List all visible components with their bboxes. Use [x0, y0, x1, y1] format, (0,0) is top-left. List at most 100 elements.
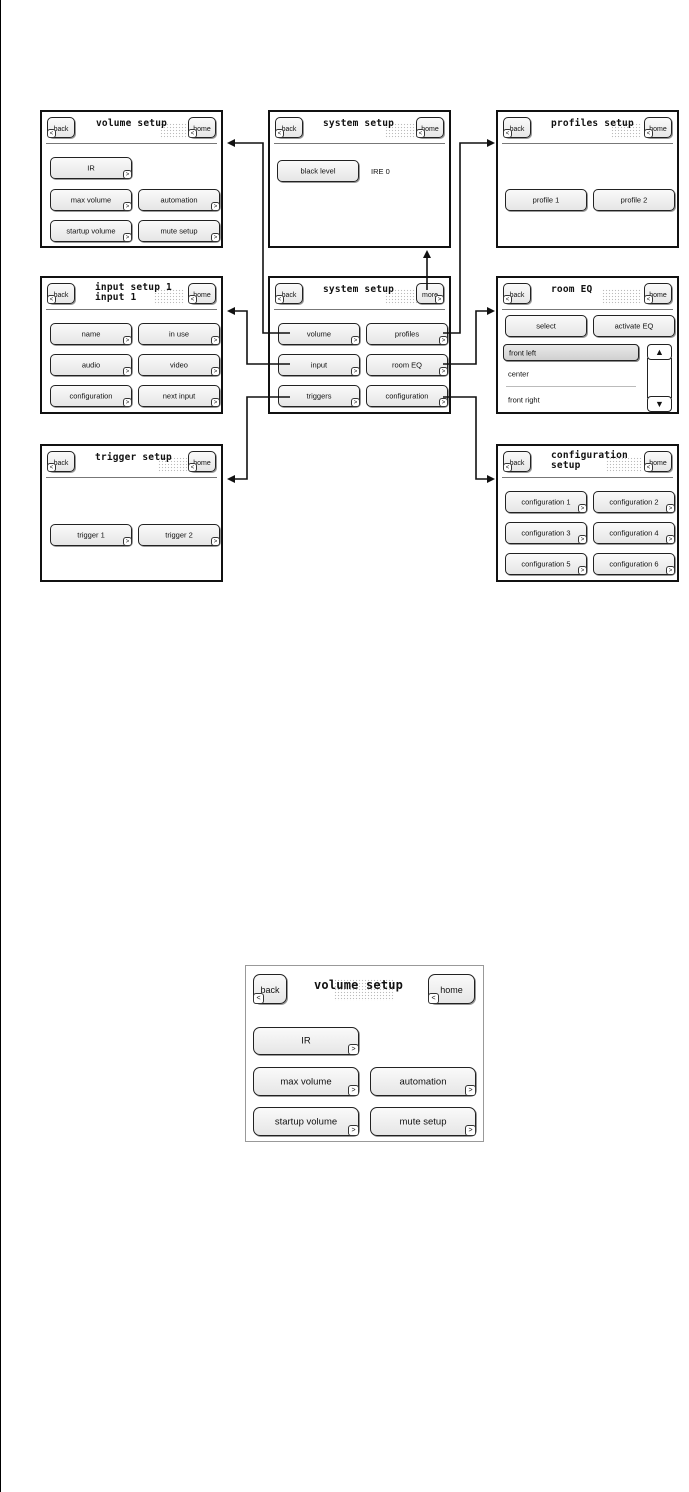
chevron-right-icon: > — [123, 367, 132, 376]
chevron-left-icon: < — [416, 129, 425, 138]
chevron-right-icon: > — [465, 1125, 476, 1136]
chevron-right-icon: > — [211, 202, 220, 211]
title-texture — [334, 979, 394, 1001]
next-input-button[interactable]: next input > — [138, 385, 220, 407]
configuration-button[interactable]: configuration > — [366, 385, 448, 407]
back-button[interactable]: back < — [503, 451, 531, 472]
trigger-setup-screen: back < trigger setup home < trigger 1 > … — [40, 444, 223, 582]
profiles-button[interactable]: profiles > — [366, 323, 448, 345]
chevron-right-icon: > — [348, 1085, 359, 1096]
room-eq-screen: back < room EQ home < select activate EQ… — [496, 276, 679, 414]
scroll-up-icon[interactable]: ▲ — [647, 344, 672, 360]
triggers-button[interactable]: triggers > — [278, 385, 360, 407]
audio-button[interactable]: audio > — [50, 354, 132, 376]
chevron-right-icon: > — [666, 535, 675, 544]
configuration-button[interactable]: configuration > — [50, 385, 132, 407]
chevron-left-icon: < — [428, 993, 439, 1004]
chevron-right-icon: > — [351, 336, 360, 345]
automation-button[interactable]: automation > — [138, 189, 220, 211]
speaker-list-item[interactable]: front right — [508, 395, 540, 405]
header-divider — [502, 477, 673, 478]
chevron-right-icon: > — [123, 398, 132, 407]
startup-volume-button[interactable]: startup volume > — [50, 220, 132, 242]
max-volume-button[interactable]: max volume > — [253, 1067, 359, 1096]
home-button[interactable]: home < — [644, 283, 672, 304]
black-level-button[interactable]: black level — [277, 160, 359, 182]
home-button[interactable]: home < — [188, 283, 216, 304]
chevron-right-icon: > — [578, 566, 587, 575]
chevron-right-icon: > — [211, 336, 220, 345]
mute-setup-button[interactable]: mute setup > — [138, 220, 220, 242]
screen-title: room EQ — [551, 284, 593, 295]
ir-button[interactable]: IR > — [253, 1027, 359, 1055]
chevron-left-icon: < — [188, 129, 197, 138]
more-button[interactable]: more > — [416, 283, 444, 304]
back-button[interactable]: back < — [503, 283, 531, 304]
scrollbar-track[interactable] — [647, 358, 672, 398]
chevron-left-icon: < — [47, 295, 56, 304]
name-button[interactable]: name > — [50, 323, 132, 345]
back-button[interactable]: back < — [275, 283, 303, 304]
title-texture — [385, 123, 417, 139]
title-texture — [154, 289, 184, 305]
chevron-left-icon: < — [503, 295, 512, 304]
configuration-2-button[interactable]: configuration 2 > — [593, 491, 675, 513]
startup-volume-button[interactable]: startup volume > — [253, 1107, 359, 1136]
chevron-right-icon: > — [123, 233, 132, 242]
max-volume-button[interactable]: max volume > — [50, 189, 132, 211]
chevron-right-icon: > — [123, 336, 132, 345]
select-button[interactable]: select — [505, 315, 587, 337]
header-divider — [274, 143, 445, 144]
chevron-right-icon: > — [211, 233, 220, 242]
ir-button[interactable]: IR > — [50, 157, 132, 179]
chevron-left-icon: < — [253, 993, 264, 1004]
configuration-1-button[interactable]: configuration 1 > — [505, 491, 587, 513]
chevron-right-icon: > — [211, 537, 220, 546]
home-button[interactable]: home < — [416, 117, 444, 138]
scroll-down-icon[interactable]: ▼ — [647, 396, 672, 412]
activate-eq-button[interactable]: activate EQ — [593, 315, 675, 337]
configuration-5-button[interactable]: configuration 5 > — [505, 553, 587, 575]
home-button[interactable]: home < — [188, 117, 216, 138]
back-button[interactable]: back < — [47, 117, 75, 138]
screen-title: trigger setup — [95, 452, 172, 463]
chevron-left-icon: < — [275, 295, 284, 304]
configuration-4-button[interactable]: configuration 4 > — [593, 522, 675, 544]
input-button[interactable]: input > — [278, 354, 360, 376]
profile-2-button[interactable]: profile 2 — [593, 189, 675, 211]
speaker-list-item[interactable]: front left — [503, 344, 639, 361]
profile-1-button[interactable]: profile 1 — [505, 189, 587, 211]
chevron-right-icon: > — [439, 398, 448, 407]
ire-value: IRE 0 — [371, 167, 390, 176]
header-divider — [46, 309, 217, 310]
configuration-6-button[interactable]: configuration 6 > — [593, 553, 675, 575]
automation-button[interactable]: automation > — [370, 1067, 476, 1096]
home-button[interactable]: home < — [428, 974, 475, 1004]
chevron-right-icon: > — [123, 537, 132, 546]
chevron-right-icon: > — [435, 295, 444, 304]
home-button[interactable]: home < — [644, 451, 672, 472]
configuration-3-button[interactable]: configuration 3 > — [505, 522, 587, 544]
back-button[interactable]: back < — [503, 117, 531, 138]
speaker-list-item[interactable]: center — [508, 369, 529, 379]
back-button[interactable]: back < — [47, 283, 75, 304]
home-button[interactable]: home < — [188, 451, 216, 472]
back-button[interactable]: back < — [253, 974, 287, 1004]
in-use-button[interactable]: in use > — [138, 323, 220, 345]
title-texture — [385, 289, 417, 305]
chevron-right-icon: > — [666, 504, 675, 513]
chevron-left-icon: < — [47, 463, 56, 472]
mute-setup-button[interactable]: mute setup > — [370, 1107, 476, 1136]
trigger-1-button[interactable]: trigger 1 > — [50, 524, 132, 546]
chevron-right-icon: > — [123, 202, 132, 211]
room-eq-button[interactable]: room EQ > — [366, 354, 448, 376]
trigger-2-button[interactable]: trigger 2 > — [138, 524, 220, 546]
chevron-right-icon: > — [348, 1125, 359, 1136]
video-button[interactable]: video > — [138, 354, 220, 376]
chevron-right-icon: > — [211, 367, 220, 376]
volume-button[interactable]: volume > — [278, 323, 360, 345]
home-button[interactable]: home < — [644, 117, 672, 138]
back-button[interactable]: back < — [275, 117, 303, 138]
back-button[interactable]: back < — [47, 451, 75, 472]
screen-title: profiles setup — [551, 118, 634, 129]
